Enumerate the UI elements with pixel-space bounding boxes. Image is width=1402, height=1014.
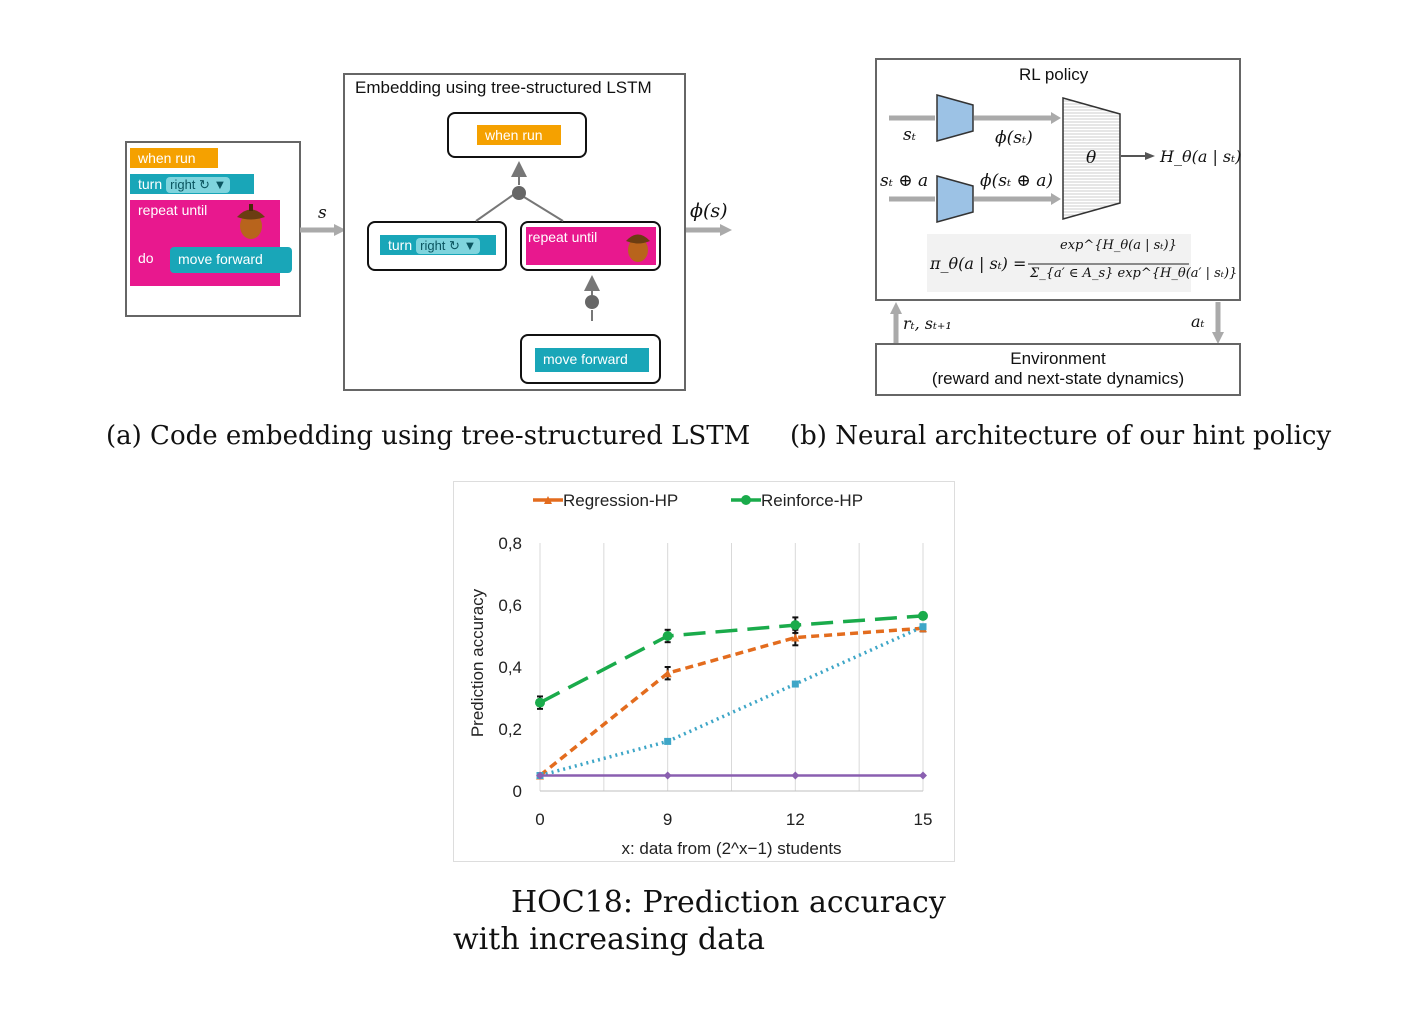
data-point	[791, 680, 799, 688]
data-point	[663, 771, 672, 780]
formula-denominator: Σ_{a′ ∈ A_s} exp^{H_θ(a′ | sₜ)}	[1030, 266, 1238, 281]
do-label: do	[138, 250, 154, 266]
tree-repeat-label: repeat until	[528, 229, 598, 245]
x-tick-label: 12	[786, 810, 805, 829]
tree-root-label: when run	[485, 127, 543, 143]
formula-numerator: exp^{H_θ(a | sₜ)}	[1060, 238, 1177, 253]
tree-root-block: when run	[477, 125, 561, 145]
y-tick-label: 0,6	[498, 596, 522, 615]
lstm-box-title: Embedding using tree-structured LSTM	[355, 78, 652, 97]
when-run-label: when run	[138, 150, 196, 166]
when-run-block: when run	[130, 148, 218, 168]
h-theta-output-label: H_θ(a | sₜ)	[1160, 147, 1242, 166]
data-point	[535, 697, 545, 708]
turn-label: turn	[138, 176, 163, 192]
tree-move-forward-block: move forward	[535, 348, 649, 372]
data-point	[790, 620, 801, 631]
move-forward-block: move forward	[170, 247, 292, 273]
accuracy-chart: 0 0,2 0,4 0,6 0,8 0 9 12 15 x: data from (2^x−1) …	[468, 491, 933, 858]
tree-turn-label: turn	[388, 237, 413, 253]
environment-box: Environment (reward and next-state dynam…	[875, 343, 1241, 396]
data-point	[791, 633, 800, 642]
action-label: aₜ	[1191, 312, 1205, 331]
y-tick-label: 0,4	[498, 658, 522, 677]
s-arrow	[300, 224, 346, 236]
y-axis-label: Prediction accuracy	[468, 588, 487, 737]
y-tick-label: 0	[513, 782, 522, 801]
data-point	[662, 631, 673, 641]
env-arrows	[890, 302, 1224, 344]
y-tick-label: 0,8	[498, 534, 522, 553]
chart-panel	[453, 481, 955, 862]
series-line	[538, 626, 924, 777]
phi-st-label: ϕ(sₜ)	[995, 128, 1033, 148]
tree-direction-dropdown: right ↻ ▼	[416, 238, 481, 254]
y-tick-label: 0,2	[498, 720, 522, 739]
tree-acorn-icon	[626, 234, 650, 262]
reward-next-state-label: rₜ, sₜ₊₁	[903, 314, 952, 333]
chart-caption-line1: HOC18: Prediction accuracy	[511, 885, 946, 920]
data-point	[918, 610, 928, 621]
x-tick-label: 15	[914, 810, 933, 829]
legend-marker	[741, 495, 751, 505]
x-tick-label: 9	[663, 810, 672, 829]
theta-label: θ	[1086, 148, 1097, 168]
phi-arrow	[686, 224, 732, 236]
x-tick-label: 0	[535, 810, 544, 829]
environment-subtitle: (reward and next-state dynamics)	[931, 369, 1185, 388]
phi-s-label: ϕ(s)	[690, 200, 728, 222]
series-line	[539, 614, 924, 705]
legend-label: Reinforce-HP	[761, 491, 863, 510]
tree-move-forward-label: move forward	[543, 351, 628, 367]
tree-edges	[475, 161, 600, 321]
input-st-plus-a-label: sₜ ⊕ a	[880, 171, 929, 191]
legend-marker	[544, 496, 552, 504]
s-label: s	[318, 203, 327, 223]
phi-st-plus-a-label: ϕ(sₜ ⊕ a)	[980, 171, 1053, 191]
x-axis-label: x: data from (2^x−1) students	[621, 839, 841, 858]
data-point	[536, 771, 544, 780]
policy-network-diagram	[889, 94, 1191, 292]
formula-lhs: π_θ(a | sₜ) =	[930, 254, 1027, 273]
input-st-label: sₜ	[903, 125, 916, 145]
chart-caption-line2: with increasing data	[453, 922, 765, 957]
data-point	[791, 771, 800, 780]
move-forward-label: move forward	[178, 251, 263, 267]
acorn-icon	[237, 204, 265, 239]
data-point	[919, 623, 927, 631]
caption-a: (a) Code embedding using tree-structured…	[106, 421, 751, 451]
repeat-until-label: repeat until	[138, 202, 208, 218]
legend-label: Regression-HP	[563, 491, 678, 510]
direction-dropdown: right ↻ ▼	[166, 177, 231, 193]
caption-b: (b) Neural architecture of our hint poli…	[790, 421, 1332, 451]
rl-policy-title: RL policy	[1019, 65, 1089, 84]
environment-title: Environment	[1010, 349, 1106, 368]
data-point	[664, 737, 672, 745]
data-point	[663, 669, 672, 678]
data-point	[919, 771, 927, 780]
series-line	[539, 625, 924, 778]
